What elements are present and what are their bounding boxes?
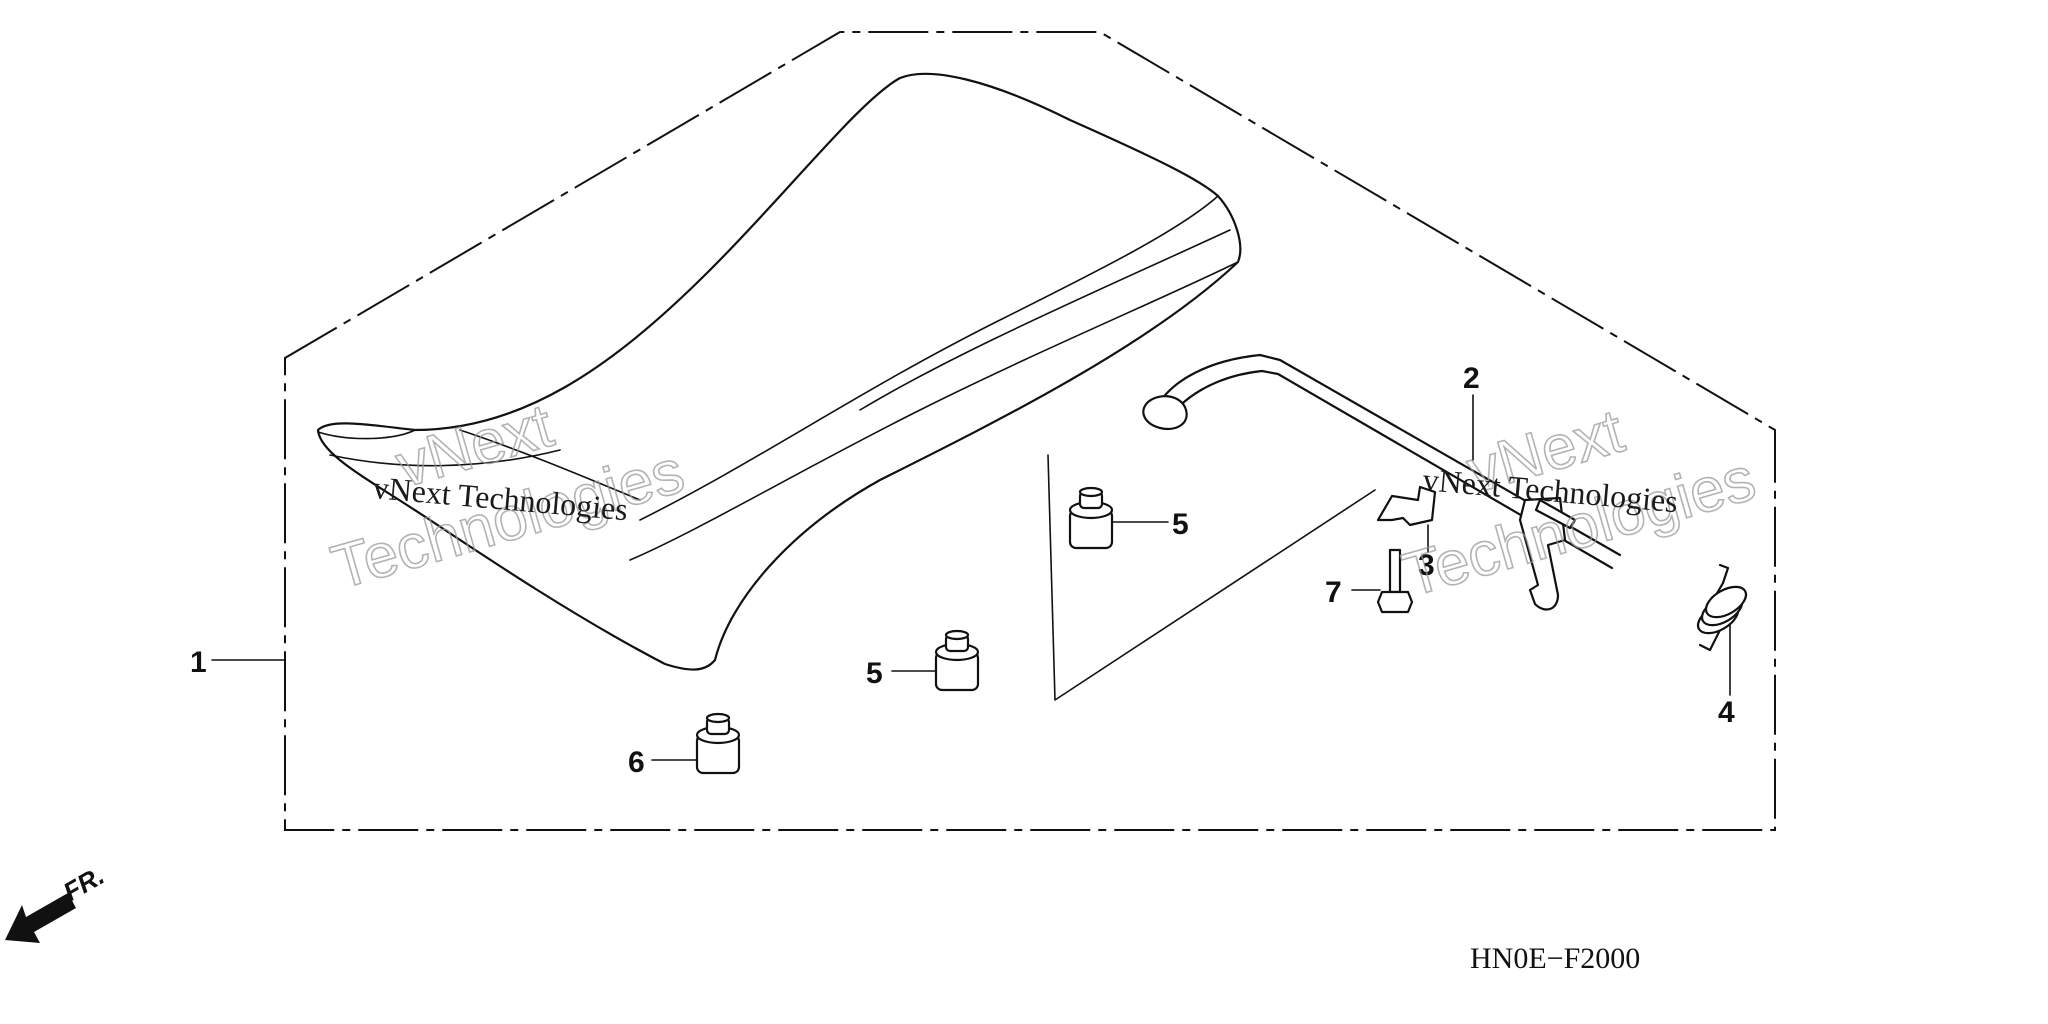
callout-3: 3 [1418, 549, 1435, 582]
rubber-cushion-part-lower[interactable] [934, 629, 980, 692]
rubber-cushion-part-upper[interactable] [1068, 486, 1114, 550]
guide-line [1047, 454, 1376, 701]
callout-4: 4 [1718, 696, 1735, 729]
diagram-code: HN0E−F2000 [1470, 942, 1640, 975]
front-direction-arrow-icon: FR. [5, 860, 109, 943]
assembly-boundary [284, 31, 1776, 831]
callout-6: 6 [628, 746, 645, 779]
callout-2: 2 [1463, 362, 1480, 395]
bolt-part[interactable] [1376, 548, 1414, 614]
spring-part[interactable] [1693, 563, 1751, 652]
rubber-cushion-part-6[interactable] [695, 712, 741, 775]
callout-5-upper: 5 [1172, 508, 1189, 541]
clip-part[interactable] [1376, 485, 1437, 527]
callout-5-lower: 5 [866, 657, 883, 690]
seat-lock-rod-part[interactable] [1142, 353, 1622, 611]
callout-1: 1 [190, 646, 207, 679]
callout-7: 7 [1325, 576, 1342, 609]
seat-part[interactable] [316, 72, 1242, 671]
